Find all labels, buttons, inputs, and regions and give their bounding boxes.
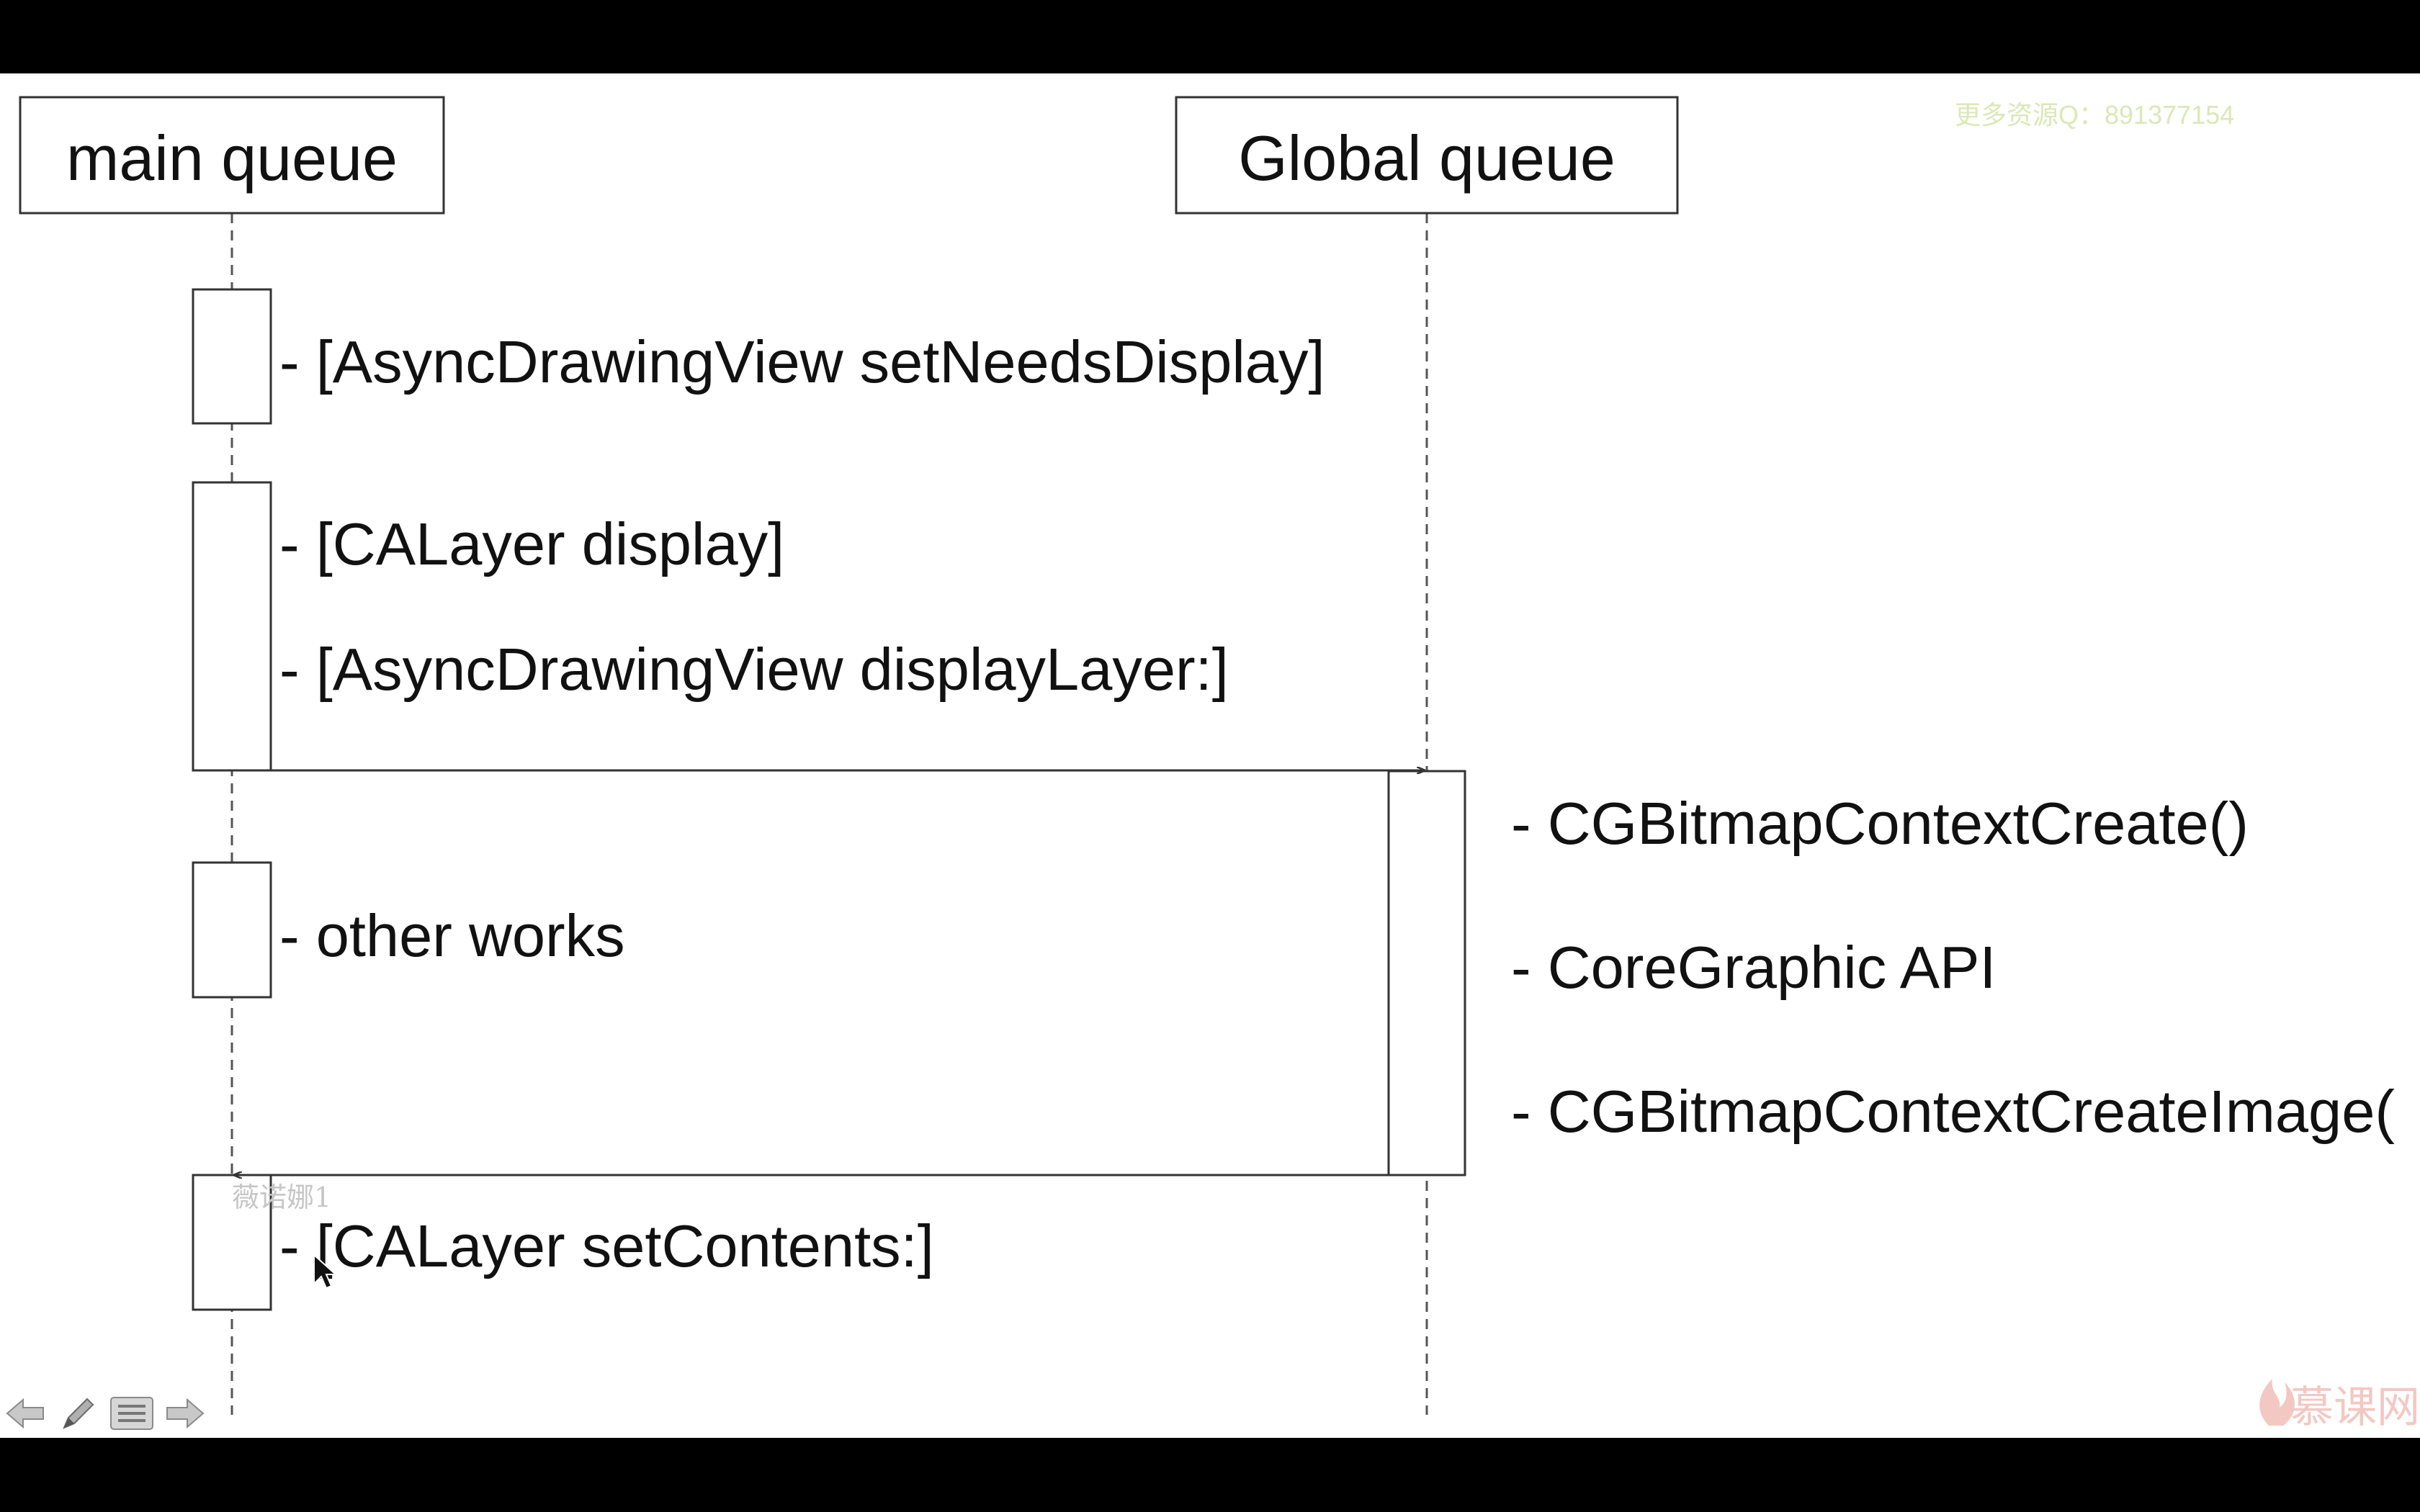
activation-main-2 xyxy=(192,481,272,772)
activation-main-1 xyxy=(192,288,272,425)
message-display-layer: - [AsyncDrawingView displayLayer:] xyxy=(279,636,1229,703)
watermark-top-right: 更多资源Q：891377154 xyxy=(1955,100,2234,130)
message-set-needs-display: - [AsyncDrawingView setNeedsDisplay] xyxy=(279,328,1325,395)
activation-global-1 xyxy=(1387,770,1466,1176)
arrow-right-icon xyxy=(166,1398,205,1429)
participant-main-queue-label: main queue xyxy=(66,122,398,194)
message-other-works: - other works xyxy=(279,902,625,969)
activation-main-4 xyxy=(192,1174,272,1311)
bottom-letterbox-bar xyxy=(0,1438,2420,1512)
watermark-middle: 薇诺娜1 xyxy=(232,1182,331,1213)
participant-global-queue-label: Global queue xyxy=(1238,122,1615,194)
participant-global-queue: Global queue xyxy=(1175,96,1679,215)
activation-main-3 xyxy=(192,861,272,999)
nav-pen-button[interactable] xyxy=(56,1391,101,1436)
message-core-graphic-api: - CoreGraphic API xyxy=(1511,934,1996,1001)
mouse-cursor-icon xyxy=(313,1253,338,1290)
nav-menu-button[interactable] xyxy=(109,1391,154,1436)
slide-nav-controls xyxy=(0,1391,219,1436)
brand-watermark-text: 慕课网 xyxy=(2290,1383,2420,1431)
message-set-contents: - [CALayer setContents:] xyxy=(279,1212,934,1279)
message-bitmap-context-create: - CGBitmapContextCreate() xyxy=(1511,790,2249,857)
menu-icon xyxy=(110,1397,153,1430)
message-calayer-display: - [CALayer display] xyxy=(279,510,784,577)
participant-main-queue: main queue xyxy=(19,96,445,215)
pen-icon xyxy=(63,1398,94,1429)
nav-forward-button[interactable] xyxy=(163,1391,207,1436)
arrow-left-icon xyxy=(6,1398,44,1429)
flame-icon xyxy=(2259,1379,2295,1426)
top-letterbox-bar xyxy=(0,0,2420,73)
nav-back-button[interactable] xyxy=(3,1391,48,1436)
slide-canvas xyxy=(0,73,2420,1438)
message-bitmap-context-create-image: - CGBitmapContextCreateImage( xyxy=(1511,1078,2395,1145)
brand-watermark: 慕课网 xyxy=(2259,1379,2420,1431)
